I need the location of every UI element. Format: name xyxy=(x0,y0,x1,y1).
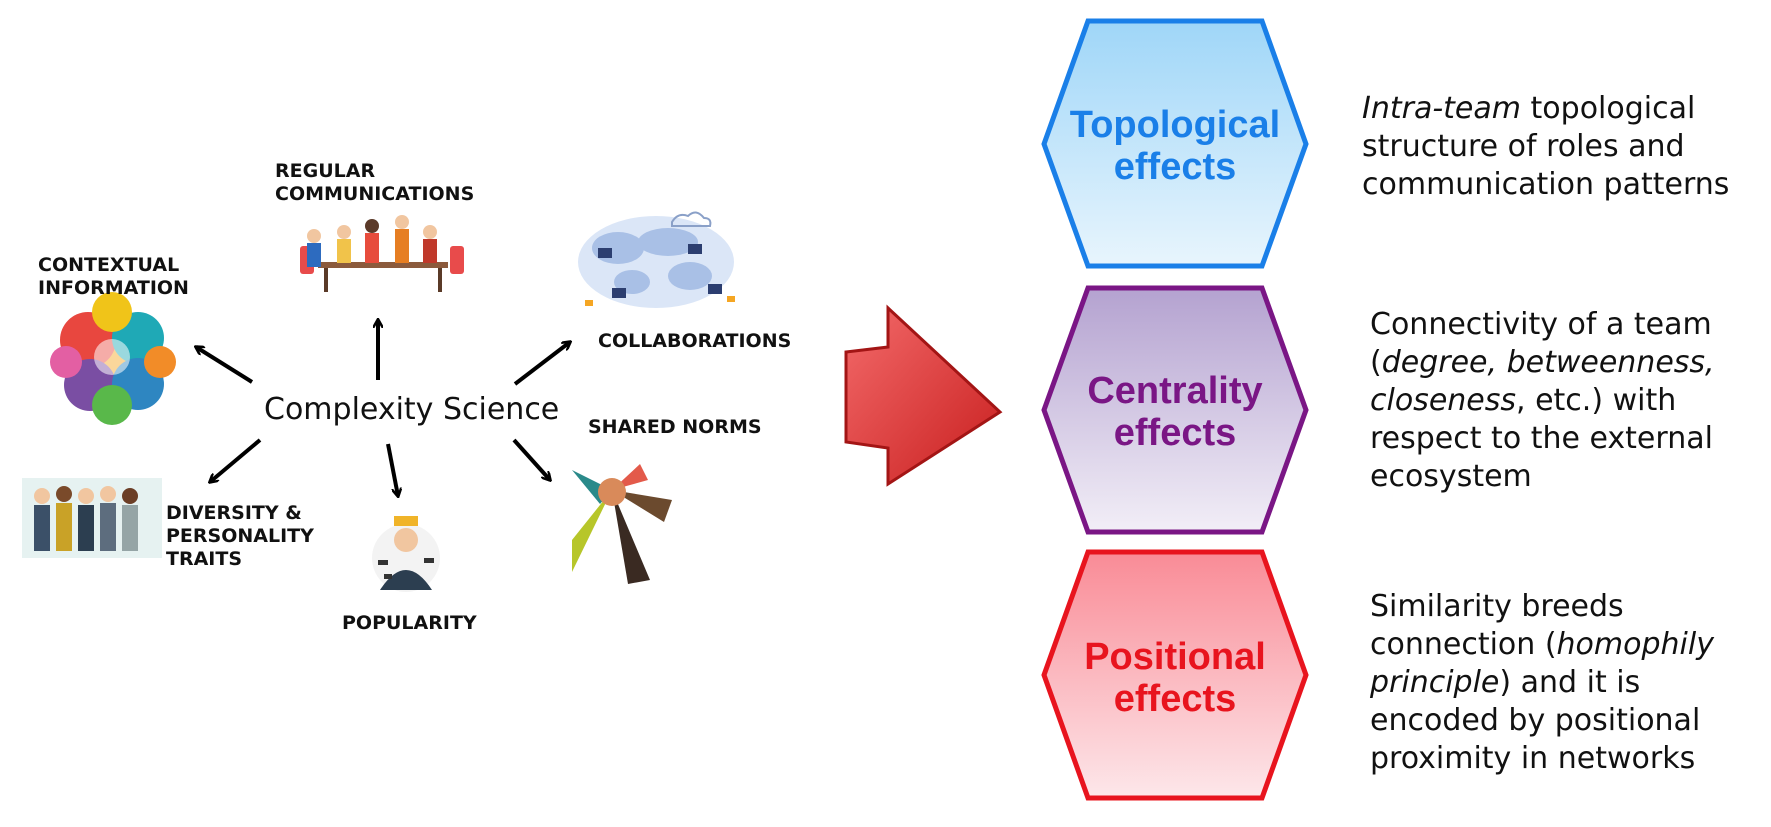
hexagon-title-topological: Topological effects xyxy=(1069,104,1281,188)
description-segment: homophily principle xyxy=(1370,627,1714,700)
popularity-image xyxy=(372,516,440,592)
hexagon-positional xyxy=(1041,549,1309,801)
collaborations-image xyxy=(578,211,735,308)
contextual-information-image xyxy=(50,292,176,425)
hexagon-topological xyxy=(1041,18,1309,269)
description-centrality: Connectivity of a team (degree, betweenn… xyxy=(1370,306,1715,496)
description-segment: topological xyxy=(1521,91,1696,126)
hexagon-title-positional: Positional effects xyxy=(1084,636,1266,720)
arrow-to-collaborations xyxy=(513,342,570,386)
hexagon-centrality xyxy=(1041,285,1309,535)
arrow-to-popularity xyxy=(386,443,398,496)
description-positional: Similarity breeds connection (homophily … xyxy=(1370,588,1714,778)
description-segment: Intra-team xyxy=(1362,91,1521,126)
label-popularity: POPULARITY xyxy=(342,612,477,634)
description-segment: Connectivity of a team ( xyxy=(1370,307,1712,380)
label-contextual-information: CONTEXTUAL INFORMATION xyxy=(38,254,189,299)
description-segment: structure of roles and communication pat… xyxy=(1362,129,1730,202)
label-regular-communications: REGULAR COMMUNICATIONS xyxy=(275,160,475,205)
label-collaborations: COLLABORATIONS xyxy=(598,330,792,352)
description-segment: degree, betweenness, closeness xyxy=(1370,345,1715,418)
description-segment: ) and it is encoded by positional proxim… xyxy=(1370,665,1701,776)
big-right-arrow xyxy=(844,304,1003,487)
label-diversity-personality: DIVERSITY & PERSONALITY TRAITS xyxy=(166,502,314,570)
label-shared-norms: SHARED NORMS xyxy=(588,416,762,438)
description-segment: Similarity breeds connection ( xyxy=(1370,589,1624,662)
arrow-to-diversity xyxy=(210,438,262,482)
arrow-to-shared xyxy=(512,438,550,480)
arrow-to-contextual xyxy=(196,347,254,384)
description-topological: Intra-team topological structure of role… xyxy=(1362,90,1729,204)
regular-communications-image xyxy=(300,215,464,292)
hexagon-title-centrality: Centrality effects xyxy=(1087,370,1263,454)
center-label-complexity-science: Complexity Science xyxy=(264,392,560,427)
description-segment: , etc.) with respect to the external eco… xyxy=(1370,383,1713,494)
diversity-personality-image xyxy=(22,478,162,558)
shared-norms-image xyxy=(572,464,672,584)
